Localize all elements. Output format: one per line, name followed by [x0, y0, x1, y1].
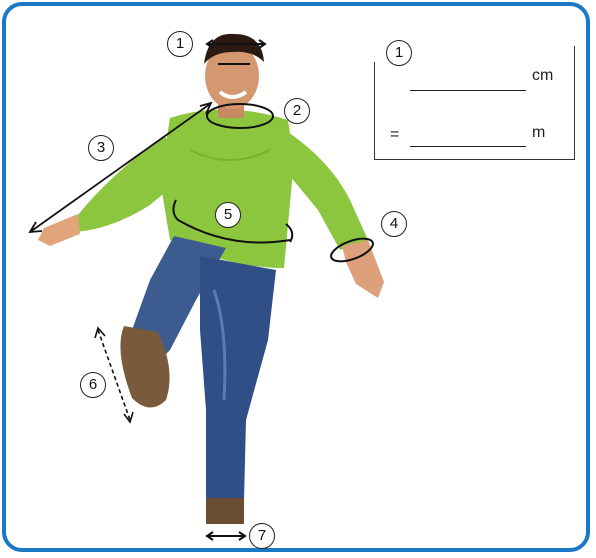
marker-1-head: 1	[167, 31, 193, 57]
cm-answer-blank[interactable]	[410, 90, 526, 91]
marker-2-neck: 2	[284, 98, 310, 124]
marker-5-waist: 5	[215, 202, 241, 228]
right-arm	[285, 130, 368, 250]
right-hand	[342, 240, 384, 298]
marker-4-wrist: 4	[381, 211, 407, 237]
marker-6-foot: 6	[80, 372, 106, 398]
left-hand	[38, 214, 80, 246]
answer-box-label: 1	[386, 40, 412, 66]
jeans-standing-leg	[200, 256, 276, 500]
m-answer-blank[interactable]	[410, 146, 526, 147]
cm-unit-label: cm	[532, 67, 553, 85]
standing-shoe	[206, 498, 244, 524]
m-unit-label: m	[532, 124, 545, 142]
equals-sign: =	[390, 126, 399, 144]
marker-3-arm-span: 3	[88, 135, 114, 161]
marker-7-shoe: 7	[249, 523, 275, 549]
answer-box: 1 cm = m	[374, 40, 575, 160]
